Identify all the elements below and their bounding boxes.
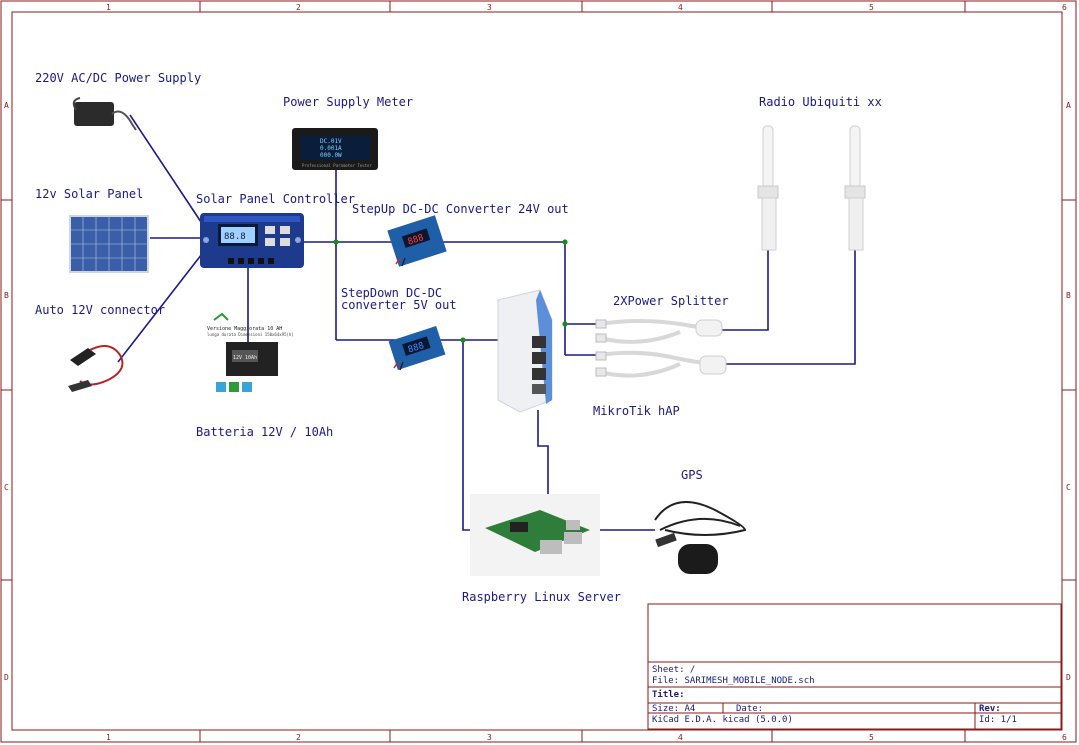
stepdown-label-line2: converter 5V out bbox=[341, 298, 457, 312]
radio-label: Radio Ubiquiti xx bbox=[759, 95, 882, 109]
mikrotik-label: MikroTik hAP bbox=[593, 404, 680, 418]
junctions bbox=[333, 239, 568, 343]
power-meter-image: DC.01V 0.001A 000.0W Professional Parame… bbox=[292, 128, 378, 170]
meter-line: 000.0W bbox=[320, 152, 342, 159]
gps-label: GPS bbox=[681, 468, 703, 482]
radio-antenna-image bbox=[757, 125, 866, 251]
controller-display: 88.8 bbox=[224, 232, 246, 242]
gps-receiver-image bbox=[654, 501, 747, 574]
ruler-col: 4 bbox=[678, 3, 683, 12]
ruler-row: D bbox=[4, 673, 9, 682]
meter-line: 0.001A bbox=[320, 145, 342, 152]
ruler-row: C bbox=[4, 483, 9, 492]
mikrotik-router-image bbox=[497, 289, 553, 413]
solar-controller-image: 88.8 bbox=[200, 213, 304, 268]
meter-caption: Professional Parameter Tester bbox=[302, 163, 372, 168]
ruler-row: A bbox=[1066, 101, 1071, 110]
battery-label: Batteria 12V / 10Ah bbox=[196, 425, 333, 439]
title-block-sheet: Sheet: / bbox=[652, 665, 695, 675]
ruler-col: 1 bbox=[106, 733, 111, 742]
stepup-label: StepUp DC-DC Converter 24V out bbox=[352, 202, 569, 216]
title-block-title: Title: bbox=[652, 689, 685, 700]
ruler-col: 5 bbox=[869, 3, 874, 12]
power-splitter-image bbox=[595, 319, 727, 378]
title-block-file: File: SARIMESH_MOBILE_NODE.sch bbox=[652, 676, 815, 686]
battery-header: Versione Maggiorata 10 AH bbox=[207, 326, 282, 332]
ruler-row: B bbox=[4, 291, 9, 300]
title-block-kicad: KiCad E.D.A. kicad (5.0.0) bbox=[652, 715, 793, 725]
solar-panel-label: 12v Solar Panel bbox=[35, 187, 143, 201]
ac-power-supply-image bbox=[72, 97, 137, 131]
ruler-labels: 1 2 3 4 5 6 1 2 3 4 5 6 A B C D A B C D bbox=[4, 3, 1071, 742]
battery-image: Versione Maggiorata 10 AH lunga durata D… bbox=[207, 312, 294, 392]
ruler-row: A bbox=[4, 101, 9, 110]
splitter-label: 2XPower Splitter bbox=[613, 294, 729, 308]
raspberry-label: Raspberry Linux Server bbox=[462, 590, 621, 604]
stepdown-label-line1: StepDown DC-DC bbox=[341, 286, 442, 300]
stepup-converter-image: 888 bbox=[387, 215, 447, 267]
ruler-row: D bbox=[1066, 673, 1071, 682]
title-block-id: Id: 1/1 bbox=[979, 715, 1017, 725]
battery-badge: 12V 10Ah bbox=[233, 355, 257, 361]
ruler-col: 3 bbox=[487, 3, 492, 12]
solar-panel-image bbox=[69, 215, 149, 273]
controller-label: Solar Panel Controller bbox=[196, 192, 355, 206]
ac-supply-label: 220V AC/DC Power Supply bbox=[35, 71, 201, 85]
ruler-col: 2 bbox=[296, 3, 301, 12]
wires bbox=[117, 114, 856, 550]
auto-connector-image bbox=[68, 345, 124, 392]
auto-connector-label: Auto 12V connector bbox=[35, 303, 165, 317]
ruler-col: 6 bbox=[1062, 733, 1067, 742]
ruler-col: 5 bbox=[869, 733, 874, 742]
svg-text:888: 888 bbox=[407, 341, 426, 356]
title-block-rev: Rev: bbox=[979, 704, 1001, 714]
ruler-row: B bbox=[1066, 291, 1071, 300]
title-block-date: Date: bbox=[736, 704, 763, 714]
ruler-col: 1 bbox=[106, 3, 111, 12]
title-block-size: Size: A4 bbox=[652, 704, 695, 714]
ruler-row: C bbox=[1066, 483, 1071, 492]
ruler-col: 3 bbox=[487, 733, 492, 742]
stepdown-converter-image: 888 bbox=[388, 326, 446, 371]
battery-sub: lunga durata Dimensioni 150x64x95(h) bbox=[207, 332, 294, 337]
title-block bbox=[647, 603, 1062, 730]
ruler-col: 6 bbox=[1062, 3, 1067, 12]
raspberry-server-image bbox=[470, 494, 600, 576]
ruler-col: 2 bbox=[296, 733, 301, 742]
power-meter-label: Power Supply Meter bbox=[283, 95, 413, 109]
svg-text:888: 888 bbox=[407, 233, 426, 248]
meter-line: DC.01V bbox=[320, 138, 342, 145]
ruler-col: 4 bbox=[678, 733, 683, 742]
